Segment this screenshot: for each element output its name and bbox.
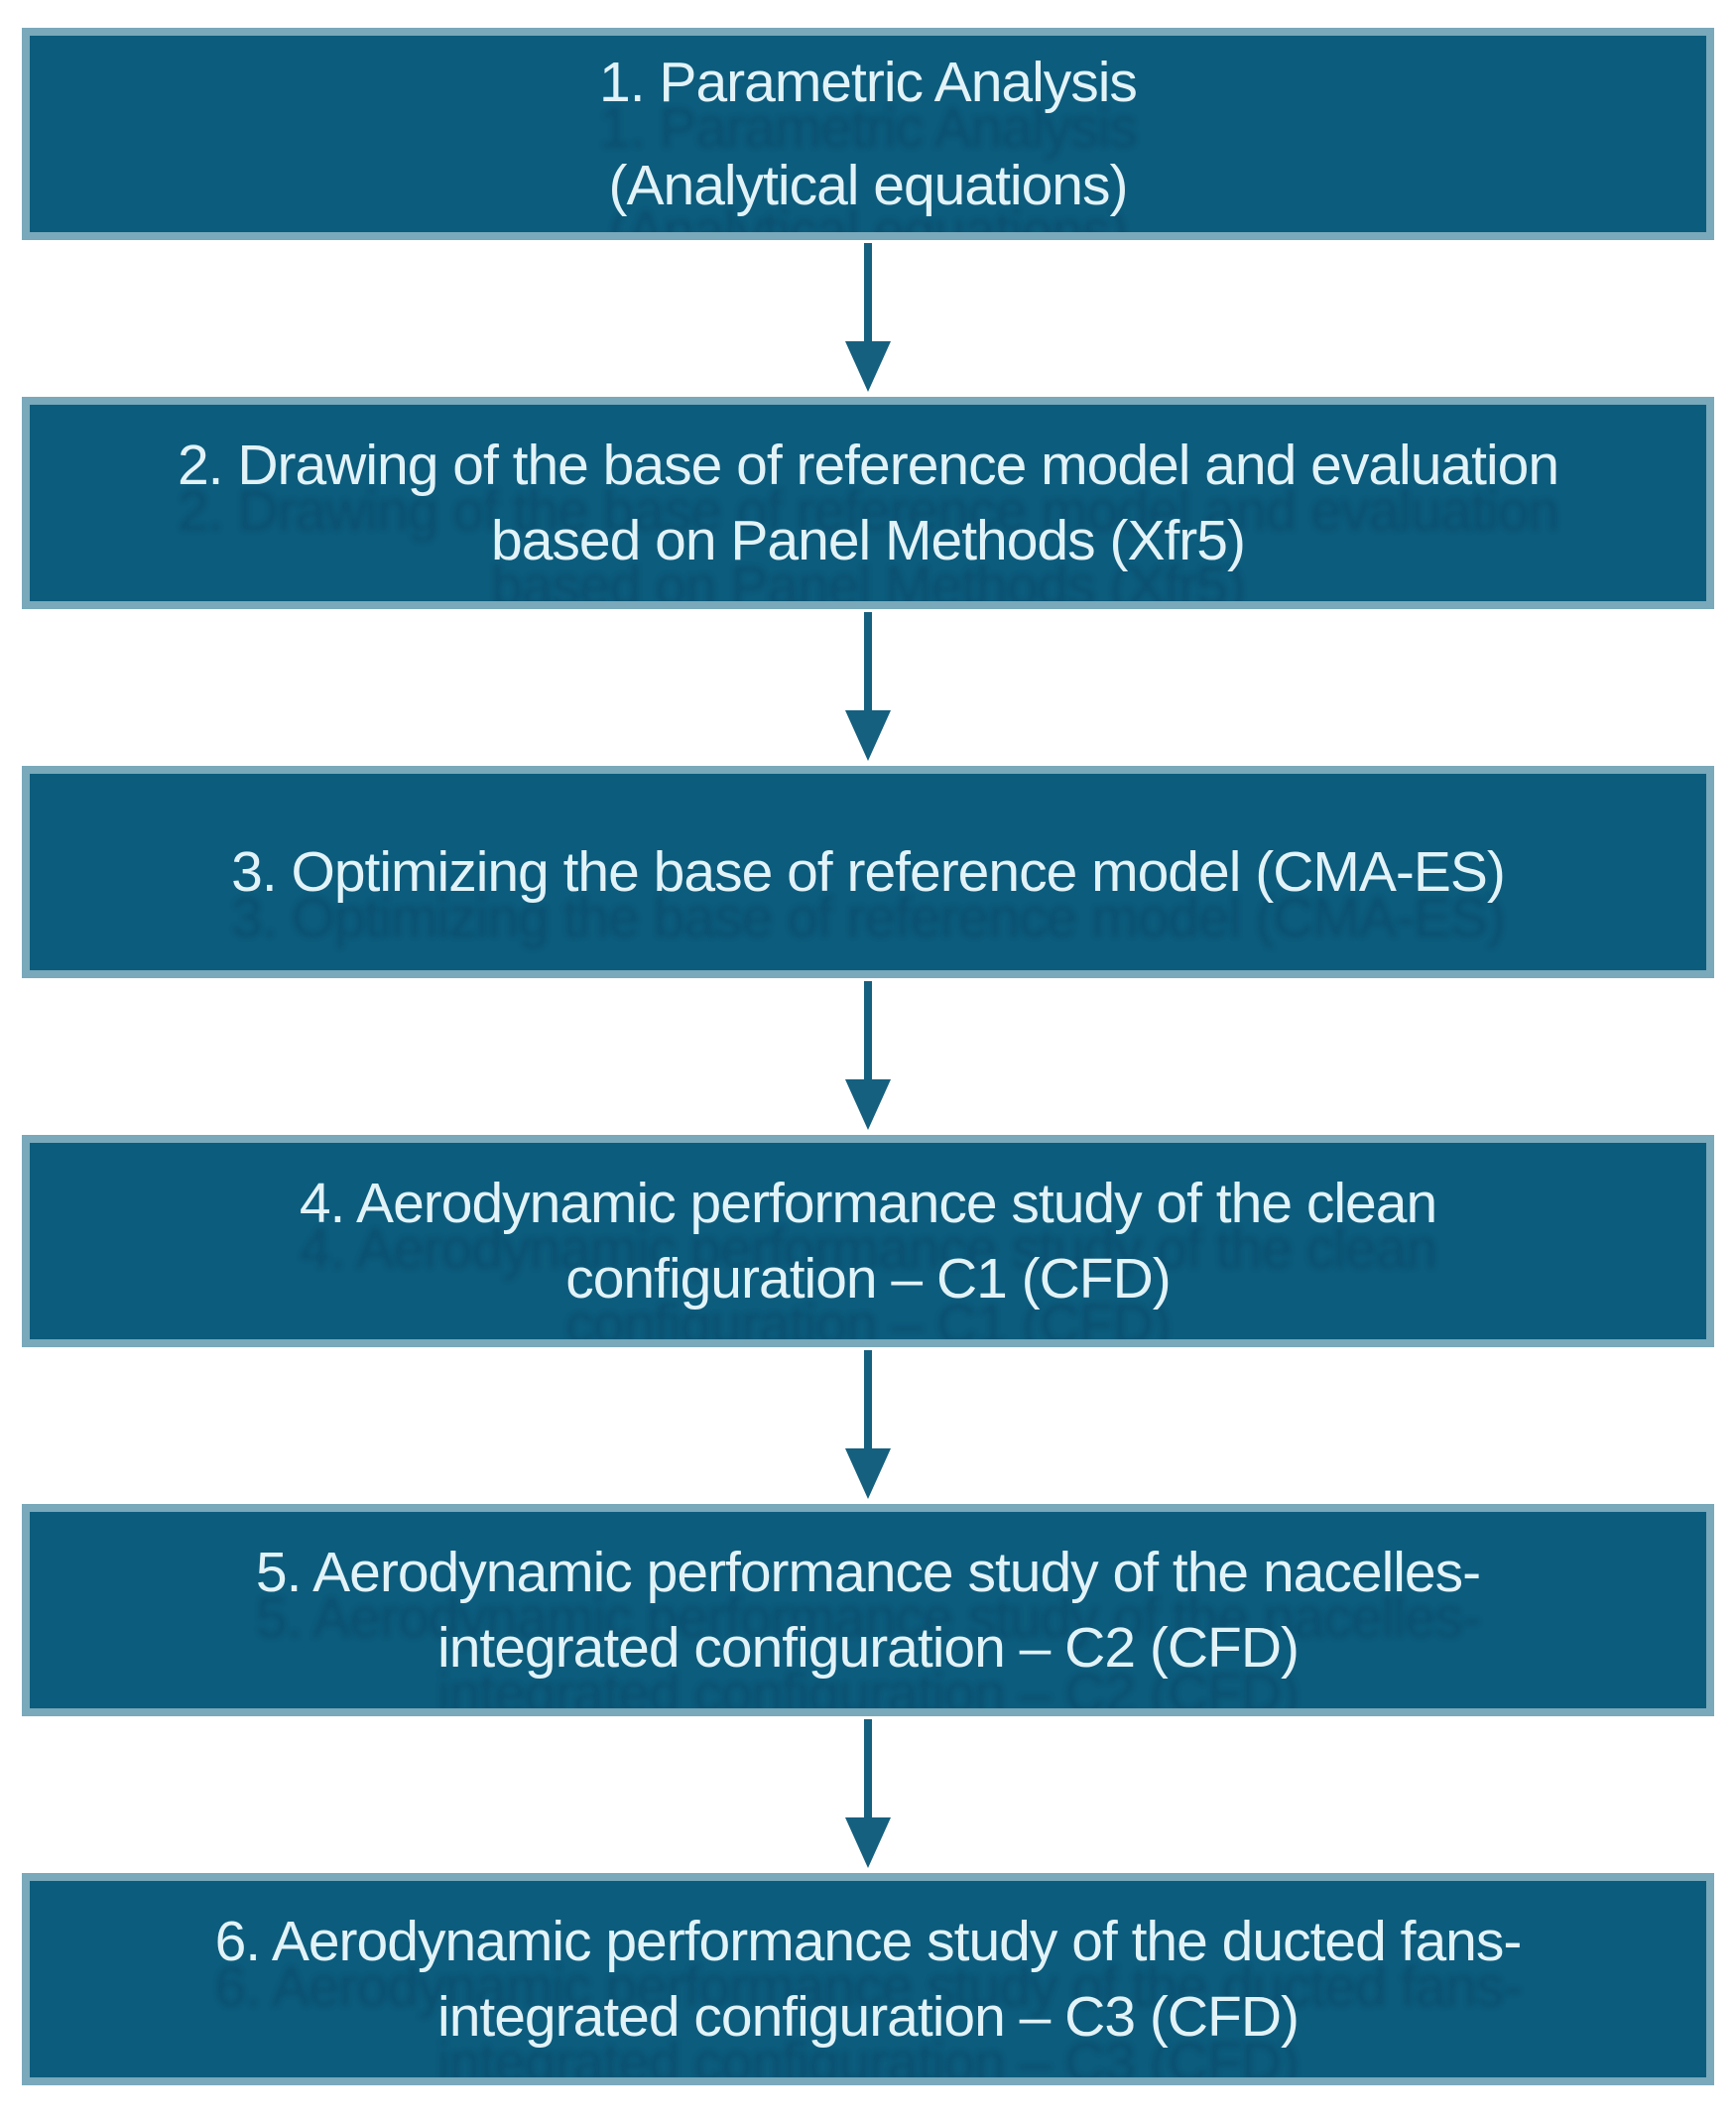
step-text-line: 5. Aerodynamic performance study of the … [255, 1541, 1481, 1604]
step-text-line: integrated configuration – C2 (CFD) [437, 1616, 1300, 1680]
step-box-2: 2. Drawing of the base of reference mode… [22, 397, 1714, 609]
step-box-6: 6. Aerodynamic performance study of the … [22, 1873, 1714, 2085]
arrow-down-icon [845, 243, 891, 392]
step-text-line: 3. Optimizing the base of reference mode… [231, 840, 1506, 904]
flow-connector [0, 1716, 1736, 1873]
flow-connector [0, 1347, 1736, 1504]
arrow-down-icon [845, 1350, 891, 1499]
arrow-down-icon [845, 1719, 891, 1868]
step-box-1: 1. Parametric Analysis (Analytical equat… [22, 28, 1714, 240]
arrow-down-icon [845, 612, 891, 761]
step-text-line: configuration – C1 (CFD) [565, 1247, 1172, 1311]
flow-connector [0, 240, 1736, 397]
step-box-3: 3. Optimizing the base of reference mode… [22, 766, 1714, 978]
step-text-line: integrated configuration – C3 (CFD) [437, 1985, 1300, 2049]
step-text-line: (Analytical equations) [608, 154, 1129, 217]
flow-steps: 1. Parametric Analysis (Analytical equat… [0, 28, 1736, 2085]
step-text-line: 1. Parametric Analysis [599, 51, 1138, 114]
step-box-5: 5. Aerodynamic performance study of the … [22, 1504, 1714, 1716]
step-text-line: 6. Aerodynamic performance study of the … [214, 1910, 1523, 1973]
step-text-line: 2. Drawing of the base of reference mode… [177, 434, 1559, 497]
arrow-down-icon [845, 981, 891, 1130]
step-text-line: based on Panel Methods (Xfr5) [491, 509, 1246, 572]
step-text-line: 4. Aerodynamic performance study of the … [299, 1172, 1437, 1235]
flow-connector [0, 609, 1736, 766]
step-box-4: 4. Aerodynamic performance study of the … [22, 1135, 1714, 1347]
flow-connector [0, 978, 1736, 1135]
